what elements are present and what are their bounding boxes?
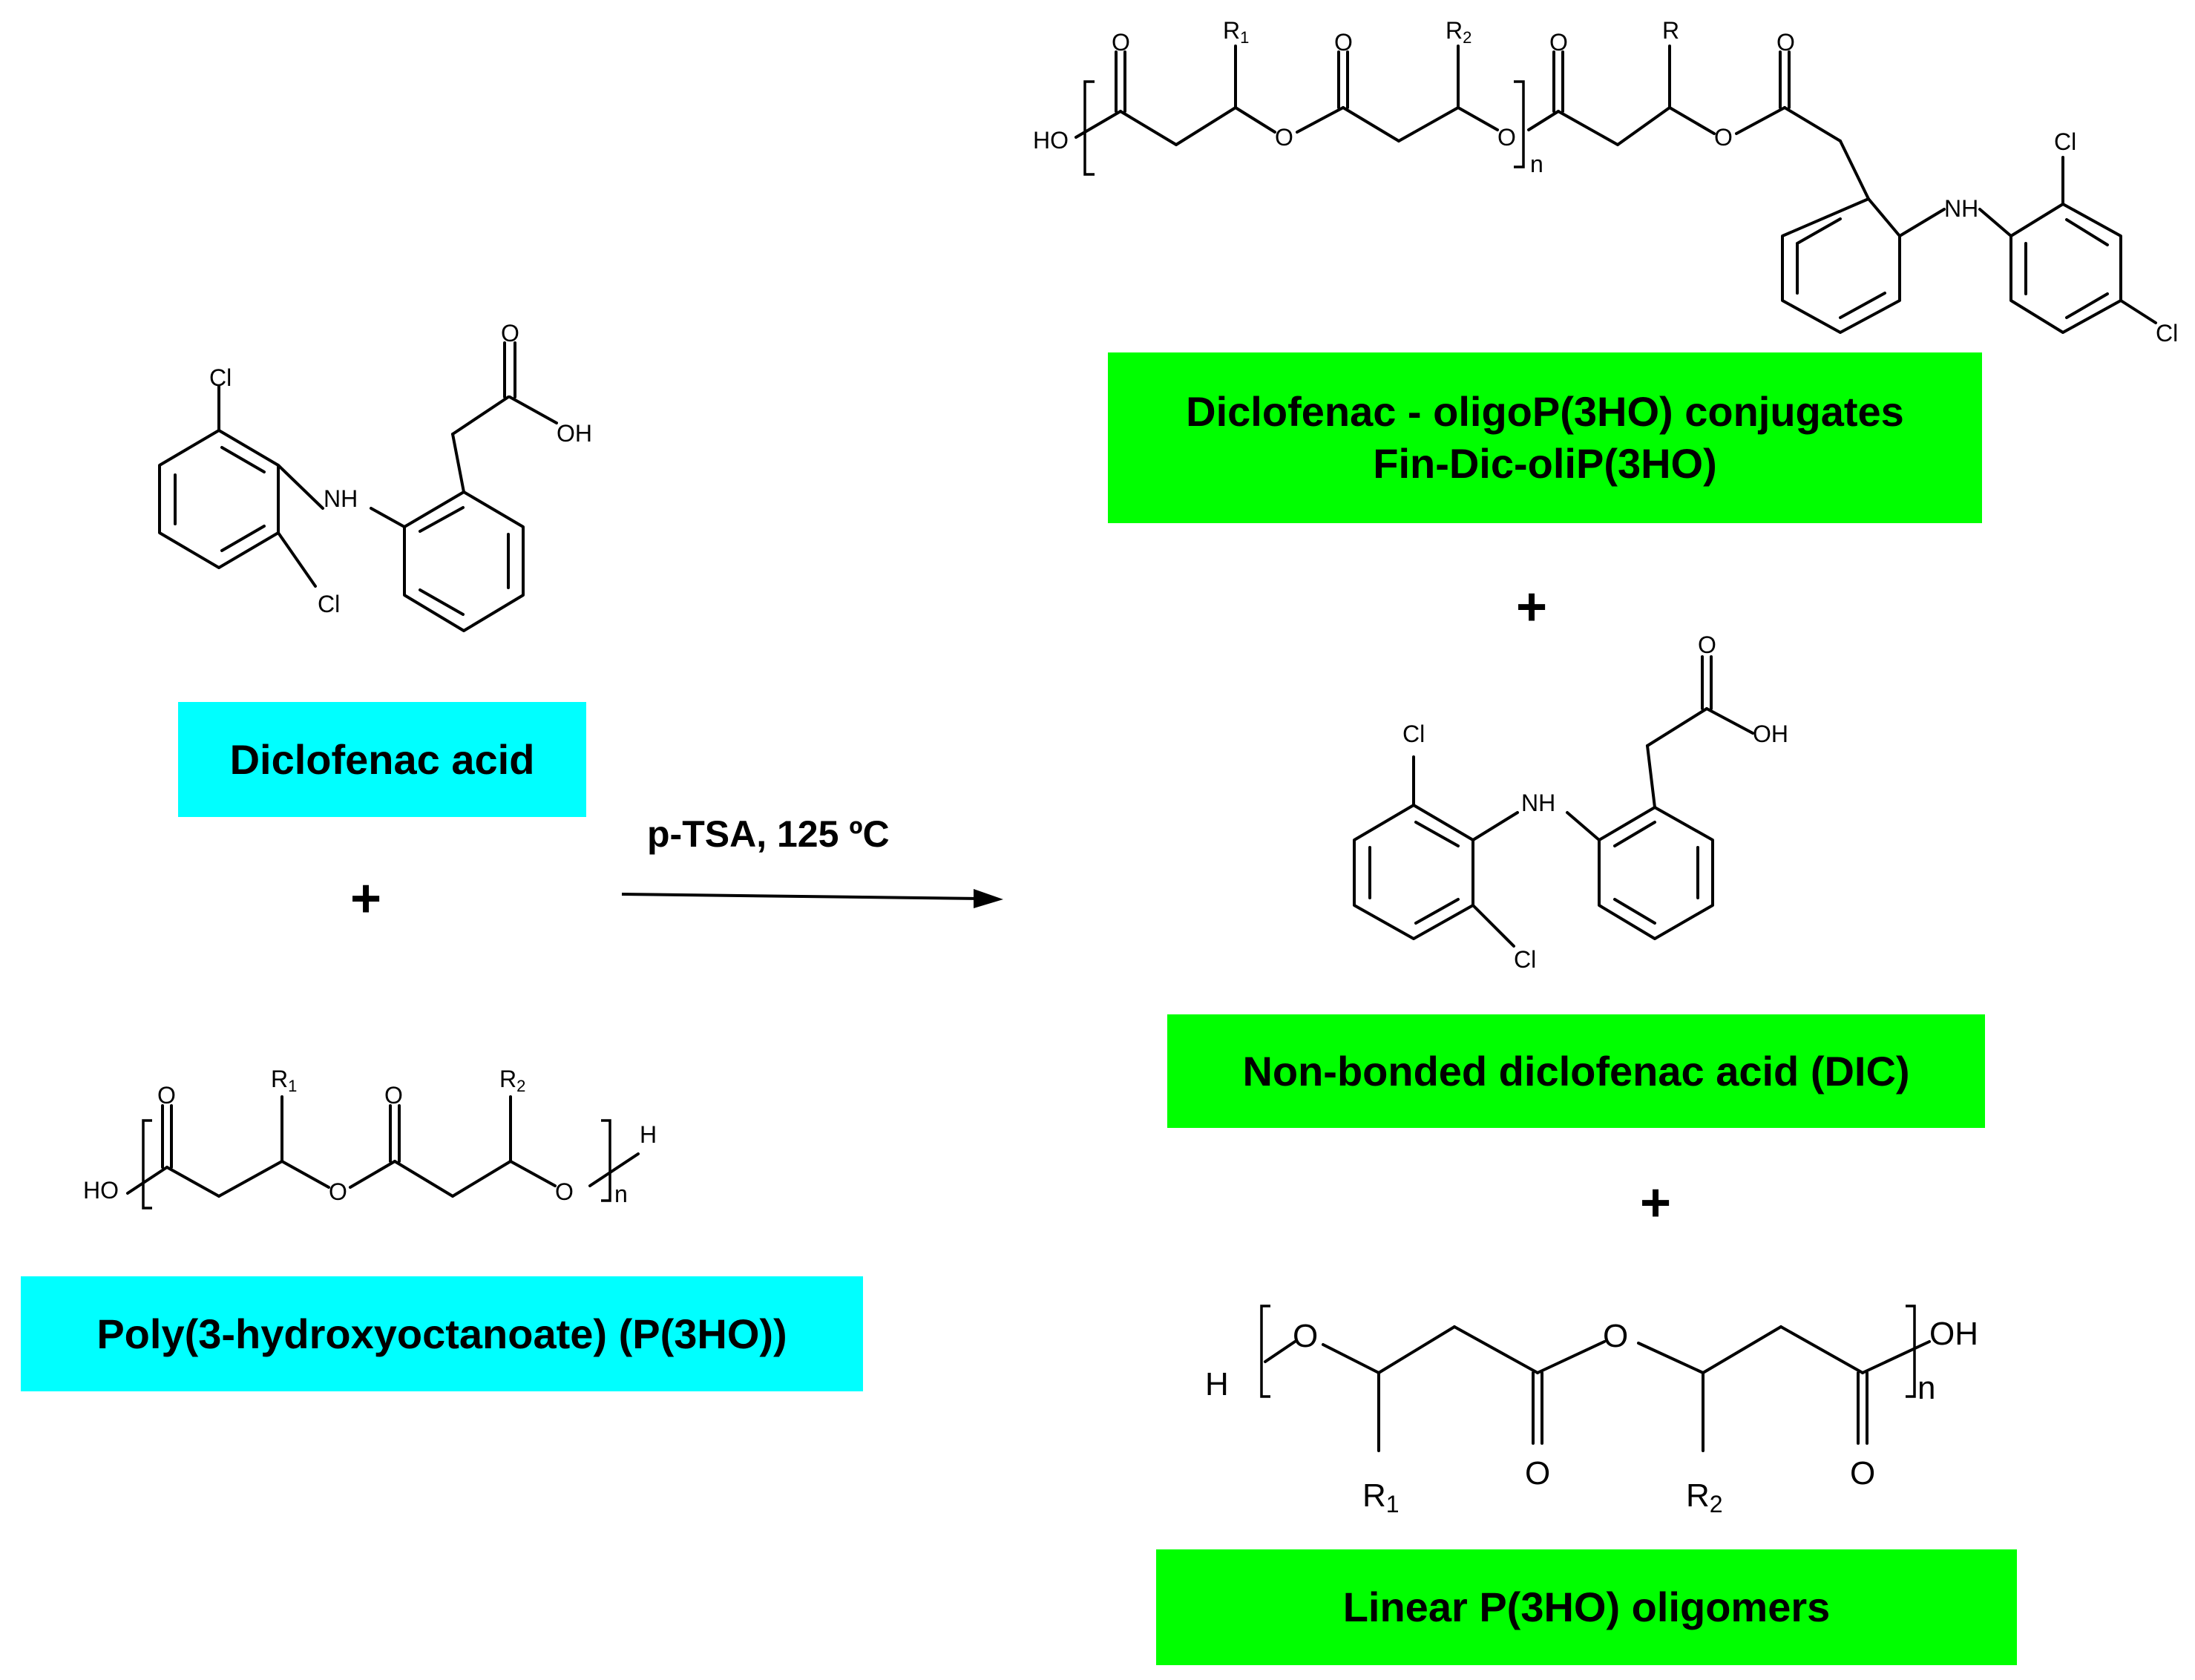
reaction-conditions: p-TSA, 125 ºC	[647, 813, 890, 855]
cl-label: Cl	[1402, 721, 1425, 747]
oligomer-structure: H O O O O OH n R1 R2	[1205, 1305, 1978, 1517]
n-label: n	[614, 1181, 628, 1207]
r1-label: R1	[1223, 17, 1249, 47]
cl-label: Cl	[2054, 128, 2076, 155]
o-label: O	[157, 1082, 176, 1109]
cl-label: Cl	[209, 364, 232, 391]
o-label: O	[1776, 29, 1795, 56]
ho-label: HO	[1033, 127, 1069, 154]
cl-label: Cl	[318, 591, 340, 617]
ho-label: HO	[83, 1177, 119, 1204]
oligomer-label: Linear P(3HO) oligomers	[1342, 1584, 1831, 1630]
cl-label: Cl	[1514, 946, 1536, 973]
p3ho-label-box: Poly(3-hydroxyoctanoate) (P(3HO))	[21, 1276, 863, 1391]
n-label: n	[1917, 1370, 1935, 1406]
o-label: O	[1334, 29, 1353, 56]
o-label: O	[1603, 1318, 1628, 1354]
free-diclofenac-label-box: Non-bonded diclofenac acid (DIC)	[1167, 1014, 1985, 1128]
o-label: O	[1293, 1318, 1318, 1354]
p3ho-label: Poly(3-hydroxyoctanoate) (P(3HO))	[96, 1310, 787, 1357]
conjugate-structure: HO O O O O O O O R1 R2 R n NH Cl Cl	[1033, 17, 2178, 347]
r1-label: R1	[1362, 1477, 1400, 1517]
o-label: O	[1714, 124, 1733, 151]
h-label: H	[640, 1121, 657, 1148]
conjugate-label-line2: Fin-Dic-oliP(3HO)	[1373, 440, 1717, 487]
oh-label: OH	[1929, 1316, 1978, 1352]
diclofenac-acid-label-box: Diclofenac acid	[178, 702, 586, 817]
conjugate-label-box: Diclofenac - oligoP(3HO) conjugates Fin-…	[1108, 352, 1982, 523]
o-label: O	[1497, 124, 1516, 151]
p3ho-structure: HO O O O O R1 R2 n H	[83, 1066, 657, 1210]
conjugate-label-line1: Diclofenac - oligoP(3HO) conjugates	[1186, 388, 1904, 435]
o-label: O	[1549, 29, 1568, 56]
o-label: O	[384, 1082, 403, 1109]
nh-label: NH	[324, 485, 358, 512]
diclofenac-structure: Cl NH Cl O OH	[158, 320, 592, 632]
r2-label: R2	[499, 1066, 525, 1095]
r-label: R	[1662, 17, 1679, 44]
r2-label: R2	[1446, 17, 1471, 47]
o-label: O	[1275, 124, 1293, 151]
diclofenac-acid-label: Diclofenac acid	[229, 735, 535, 783]
r1-label: R1	[271, 1066, 297, 1095]
o-label: O	[1525, 1455, 1550, 1492]
oh-label: OH	[557, 420, 592, 447]
plus-sign-products-1: +	[1516, 577, 1548, 637]
o-label: O	[501, 320, 519, 347]
h-label: H	[1205, 1366, 1229, 1402]
reaction-arrow	[621, 889, 1003, 908]
o-label: O	[1850, 1455, 1875, 1492]
n-label: n	[1530, 151, 1543, 177]
free-diclofenac-label: Non-bonded diclofenac acid (DIC)	[1242, 1047, 1910, 1095]
r2-label: R2	[1686, 1477, 1723, 1517]
oh-label: OH	[1753, 721, 1788, 747]
plus-sign-reactants: +	[350, 869, 382, 928]
plus-sign-products-2: +	[1640, 1173, 1672, 1233]
cl-label: Cl	[2156, 320, 2178, 347]
free-diclofenac-structure: Cl NH Cl O OH	[1353, 631, 1788, 973]
o-label: O	[329, 1178, 347, 1205]
o-label: O	[1112, 29, 1130, 56]
oligomer-label-box: Linear P(3HO) oligomers	[1156, 1549, 2017, 1665]
o-label: O	[555, 1178, 574, 1205]
nh-label: NH	[1521, 790, 1555, 816]
nh-label: NH	[1944, 195, 1978, 222]
o-label: O	[1698, 631, 1716, 658]
